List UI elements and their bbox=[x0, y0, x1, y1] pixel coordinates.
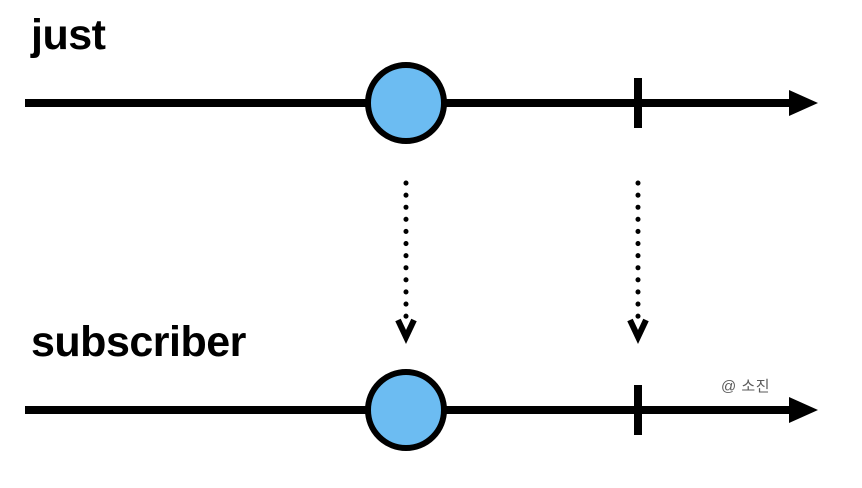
timeline-source-arrowhead bbox=[789, 90, 818, 116]
timeline-source bbox=[25, 62, 818, 144]
timeline-subscriber-marble[interactable] bbox=[365, 369, 447, 451]
mapping-arrow-marble-head-icon bbox=[395, 318, 417, 345]
watermark-credit: @ 소진 bbox=[721, 378, 770, 395]
timeline-subscriber bbox=[25, 369, 818, 451]
timeline-source-label: just bbox=[31, 11, 106, 59]
mapping-arrow-complete-head-icon bbox=[627, 318, 649, 345]
timeline-source-marble[interactable] bbox=[365, 62, 447, 144]
mapping-arrow-marble bbox=[395, 180, 417, 345]
mapping-arrow-complete bbox=[627, 180, 649, 345]
timeline-subscriber-arrowhead bbox=[789, 397, 818, 423]
timeline-subscriber-label: subscriber bbox=[31, 318, 246, 366]
